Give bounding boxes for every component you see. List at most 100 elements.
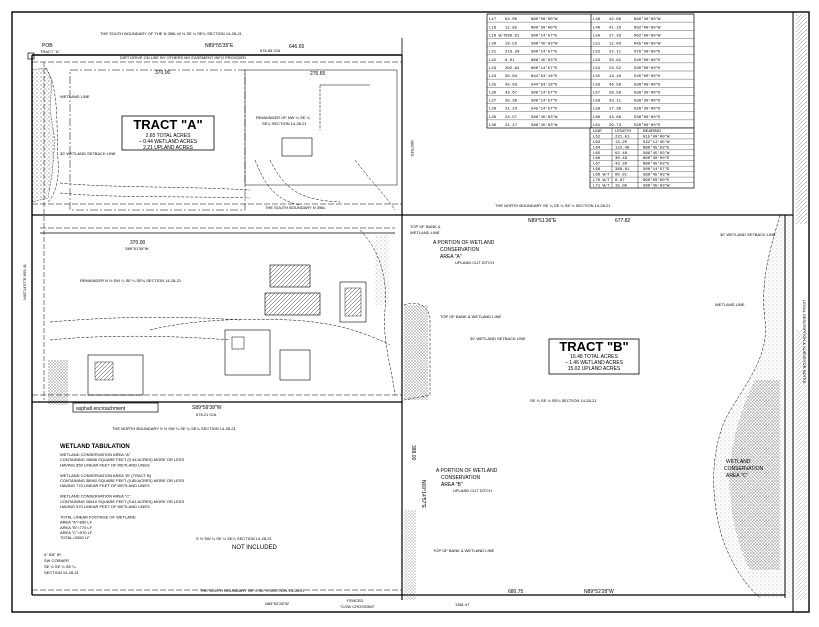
table1-cell: S30°30'00"E (634, 90, 661, 95)
wetland-ca-a-2: CONSERVATION (440, 247, 480, 253)
table1-cell: L22 (489, 59, 497, 63)
bearing-low: S89°59'38"W (192, 405, 222, 411)
wetland-tab-line: HAVING 770 LINEAR FEET OF WETLAND LINES (60, 483, 150, 488)
s-half-label: S ½ SW ¼ SE ¼ SE¼ SECTION 14-28-21 (196, 536, 273, 541)
table1-cell: 24.57 (505, 116, 518, 120)
table1-cell: L50 (593, 34, 601, 38)
table2-cell: 389.81 (615, 168, 630, 172)
driveway-curves (59, 159, 396, 211)
north-boundary-s-label: THE NORTH BOUNDARY S ½ SW ¼ SE ¼ SE¼ SEC… (112, 426, 237, 431)
tract-b-upland: 15.02 UPLAND ACRES (568, 366, 621, 372)
table1-cell: S89°45'03"W (531, 115, 558, 120)
table1-cell: S20°00'00"E (634, 123, 661, 128)
tract-a-wetland: – 0.44 WETLAND ACRES (139, 139, 198, 145)
table2-cell: L64 (593, 146, 601, 150)
table1-cell: N44°53'18"E (531, 74, 558, 79)
table1-cell: L20 (489, 43, 497, 47)
north-boundary-b-label: THE NORTH BOUNDARY SE ¼ SE ¼ SE ¼ SECTIO… (495, 203, 611, 208)
remainder-nw-parcel: 276.65 REMAINDER OF NW ¼ SE ¼ SE¼ SECTIO… (244, 69, 398, 186)
wetland-ca-c-2: CONSERVATION (724, 466, 764, 472)
south-boundary-top-label: THE SOUTH BOUNDARY OF THE N 396L M ½ SE … (100, 31, 243, 36)
table1-cell: N00°30'00"E (531, 25, 558, 30)
setback-a: 30' WETLAND SETBACK LINE (470, 336, 526, 341)
cow-crossing-label: "COW CROSSING" (340, 604, 376, 609)
table1-cell: L56 (593, 83, 601, 87)
table2-cell: 122.49 (615, 146, 630, 150)
dirt-drive-label: DIRT DRIVE ON USE BY OTHERS NO EASEMENT … (120, 55, 246, 60)
south-boundary-bot-label: THE SOUTH BOUNDARY SE ¼ SE ¼ SECTION 14-… (200, 588, 305, 593)
wetland-ca-b-2: CONSERVATION (441, 475, 481, 481)
wetland-conservation-area-a: A PORTION OF WETLAND CONSERVATION AREA "… (403, 224, 526, 401)
table1-cell: L19 W/T (489, 33, 506, 38)
table1-cell: L24 (489, 75, 497, 79)
dist-low: 676.21 O/A (196, 412, 217, 417)
north-boundary-a-note: THE SOUTH BOUNDARY N 396L (265, 205, 327, 210)
table1-cell: L23 (489, 67, 497, 71)
wetland-line-a (45, 67, 59, 203)
asphalt-encroachment: asphalt encroachment (48, 360, 159, 413)
remainder-nw-2: SE¼ SECTION 14-28-21 (262, 121, 307, 126)
table2-cell: N90°00'00"E (643, 178, 670, 183)
table1-cell: L17 (489, 18, 497, 22)
table1-cell: L21 (489, 51, 497, 55)
north-boundary-tract-b: THE NORTH BOUNDARY SE ¼ SE ¼ SE ¼ SECTIO… (32, 203, 793, 224)
dist-top-oa: 676.65 O/A (260, 48, 281, 53)
table1-cell: 35.30 (505, 100, 518, 104)
table1-cell: L58 (593, 100, 601, 104)
table1-cell: S45°00'00"E (634, 74, 661, 79)
table2-cell: S89°45'03"W (643, 151, 670, 156)
table1-cell: 42.69 (609, 18, 622, 22)
not-included-label: NOT INCLUDED (232, 545, 278, 551)
table1-cell: S30°00'00"E (634, 115, 661, 120)
table2-cell: 15.00 (615, 185, 628, 189)
table1-cell: 43.68 (609, 116, 622, 120)
wetland-conservation-area-c: WETLAND CONSERVATION AREA "C" 30' WETLAN… (713, 214, 793, 599)
table1-cell: S00°14'57"E (531, 90, 558, 95)
table1-cell: S30°00'00"E (634, 82, 661, 87)
center-boundary: N00°54'E N00°14'57"E 388.00 (401, 55, 426, 600)
table1-cell: 27.33 (609, 34, 622, 38)
wetland-tab-line: TOTAL LINEAR FOOTAGE OF WETLAND (60, 514, 136, 519)
table1-cell: L49 (593, 26, 601, 30)
sw-corner-2: SW CORNER (44, 558, 69, 563)
wetland-ca-a-1: A PORTION OF WETLAND (433, 240, 495, 246)
table1-cell: N40°30'00"W (634, 17, 661, 22)
buildings-area (49, 229, 396, 396)
tract-b-total: 16.48 TOTAL ACRES (570, 354, 618, 360)
table2-cell: 30.48 (615, 157, 628, 161)
table1-cell: L25 (489, 83, 497, 87)
table1-cell: 30.04 (505, 75, 518, 79)
wetland-tab-title: WETLAND TABULATION (60, 444, 130, 450)
wetland-tab-line: AREA "B"=770 LF (60, 525, 93, 530)
tract-b-label: TRACT "B" 16.48 TOTAL ACRES – 1.46 WETLA… (530, 338, 640, 403)
table1-cell: 29.73 (609, 124, 622, 128)
table1-cell: L18 (489, 26, 497, 30)
left-dist: N00°14'57"E 659.41 (22, 263, 27, 300)
table1-cell: N89°45'03"E (531, 58, 558, 63)
table1-cell: 33.11 (609, 100, 622, 104)
table1-cell: 280.61 (505, 34, 520, 38)
wetland-tab-line: TOTAL=2590 LF (60, 535, 90, 540)
asphalt-encroachment-label: asphalt encroachment (76, 406, 126, 412)
table1-cell: S89°45'03"W (531, 123, 558, 128)
wetland-tab-line: CONTAINING 38992 SQUARE FEET (0.85 ACRES… (60, 478, 184, 483)
table2-cell: 221.01 (615, 135, 630, 139)
s-half-parcel: S ½ SW ¼ SE ¼ SE¼ SECTION 14-28-21 NOT I… (196, 536, 278, 551)
table2-cell: S89°45'03"W (643, 173, 670, 178)
wetland-tab-line: HAVING 970 LINEAR FEET OF WETLAND LINES (60, 504, 150, 509)
table1-cell: 46.58 (609, 83, 622, 87)
table2-cell: S00°14'57"E (643, 167, 670, 172)
upland-cut-a: UPLAND CUT DITCH (455, 260, 494, 265)
table1-cell: S45°14'57"E (531, 107, 558, 112)
table1-cell: S44°53'18"E (531, 82, 558, 87)
table1-cell: L26 (489, 91, 497, 95)
table1-cell: L28 (489, 108, 497, 112)
table1-cell: 12.03 (609, 43, 622, 47)
table2-cell: 92.48 (615, 152, 628, 156)
wetland-ca-b-3: AREA "B" (441, 482, 463, 488)
remainder-sw: REMAINDER N ½ SW ¼ SE ¼ SE¼ SECTION 14-2… (80, 278, 182, 283)
table2-cell: L70 W/T (593, 178, 610, 183)
table1-cell: L27 (489, 100, 497, 104)
table2-cell: N15°00'00"W (643, 134, 670, 139)
bearing-ctr: N00°14'57"E (420, 480, 426, 509)
